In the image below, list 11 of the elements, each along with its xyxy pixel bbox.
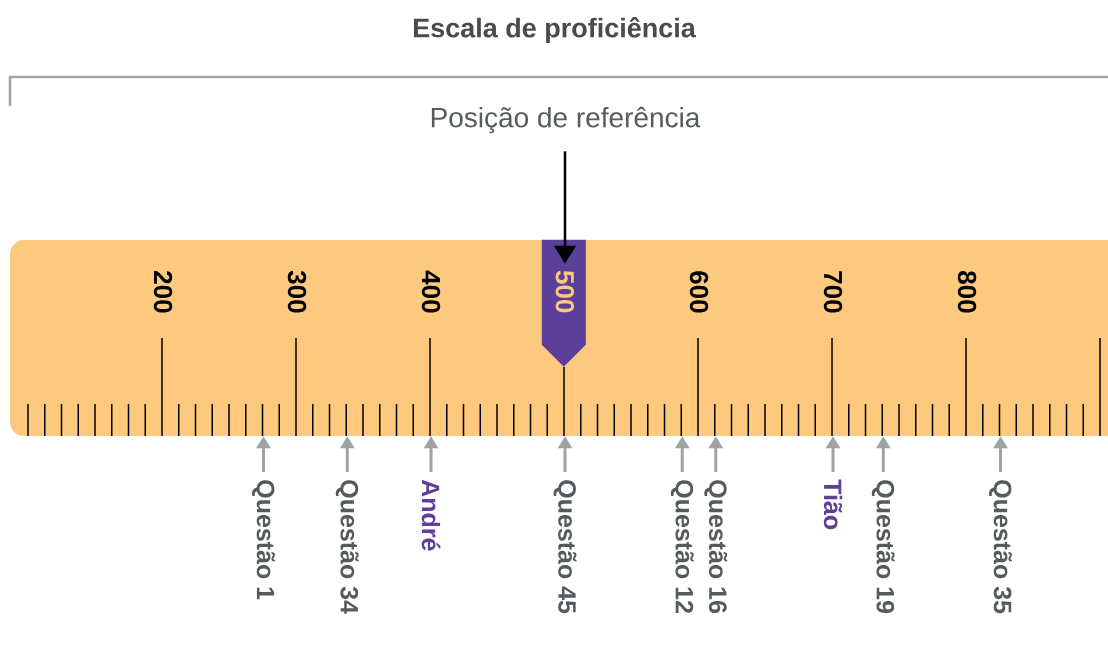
student-label: André [421, 479, 441, 551]
question-label: Questão 45 [553, 480, 577, 614]
question-label: Questão 16 [704, 480, 728, 614]
reference-label: Posição de referência [431, 106, 701, 134]
question-label: Questão 34 [335, 480, 359, 614]
question-label: Questão 19 [871, 480, 895, 614]
question-label: Questão 1 [252, 480, 275, 600]
student-label: Tião [823, 479, 843, 530]
title: Escala de proficiência [414, 17, 696, 43]
question-label: Questão 12 [670, 480, 694, 613]
question-label: Questão 35 [989, 480, 1012, 614]
